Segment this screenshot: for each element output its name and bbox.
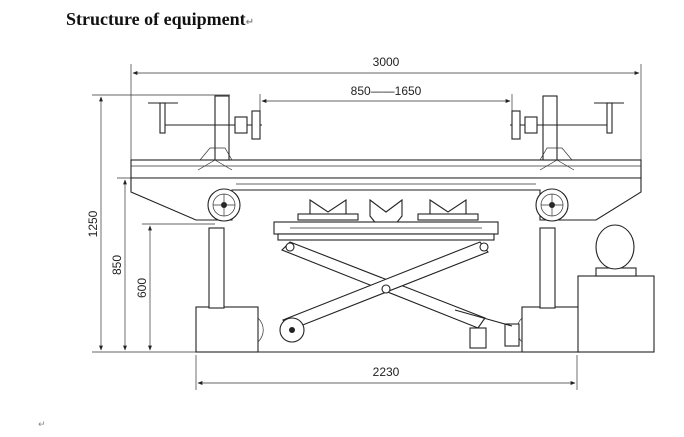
label-overall-width: 3000 <box>373 55 400 69</box>
label-low-height: 600 <box>135 278 149 298</box>
title-text: Structure of equipment <box>66 9 246 29</box>
v-block-supports <box>297 198 479 227</box>
upper-frame <box>130 159 642 221</box>
footer-return-mark: ↵ <box>38 420 46 430</box>
page-title: Structure of equipment↵ <box>66 9 254 30</box>
left-handwheel <box>207 188 241 222</box>
left-base <box>195 306 264 353</box>
dim-base-width: 2230 <box>195 355 578 390</box>
label-total-height: 1250 <box>86 210 100 237</box>
right-clamp <box>510 95 624 171</box>
support-posts <box>208 227 556 309</box>
dim-stroke-range: 850——1650 <box>259 84 513 120</box>
dim-overall-width: 3000 <box>130 55 642 160</box>
right-base <box>516 306 581 353</box>
label-base-width: 2230 <box>373 365 400 379</box>
label-mid-height: 850 <box>110 255 124 275</box>
scissor-lift <box>279 241 520 349</box>
dim-vertical: 1250 850 600 <box>86 94 230 353</box>
left-clamp <box>148 95 262 171</box>
motor-unit <box>577 224 655 353</box>
label-stroke-range: 850——1650 <box>351 84 422 98</box>
lift-table <box>273 221 499 241</box>
return-mark: ↵ <box>245 17 255 28</box>
right-handwheel <box>535 188 569 222</box>
